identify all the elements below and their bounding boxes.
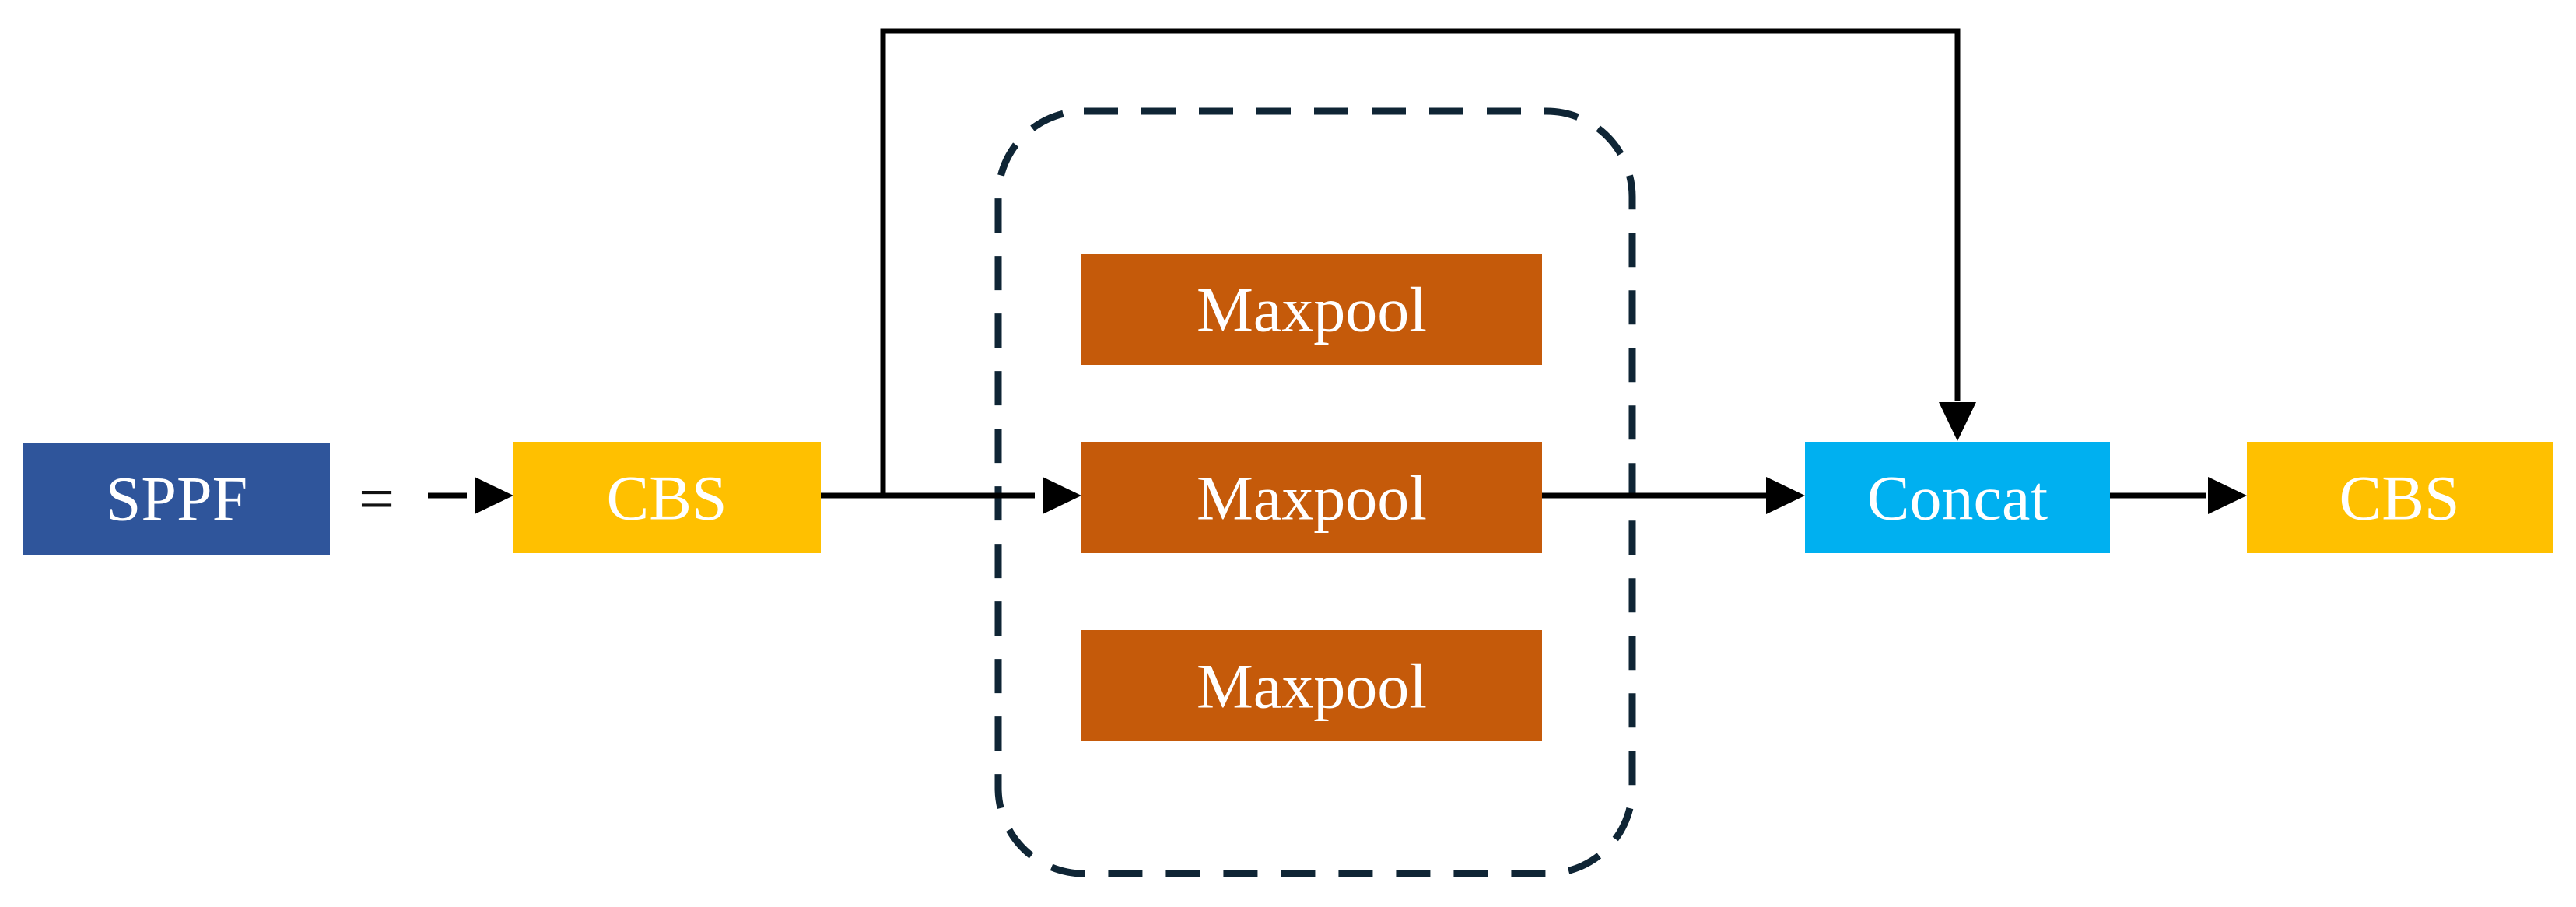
maxpool-bottom-block-bg — [1081, 630, 1542, 741]
connectors — [428, 28, 2247, 514]
concat-block-bg — [1805, 442, 2110, 553]
arrowhead-cbs-to-maxpool — [1043, 477, 1081, 514]
maxpool-bottom-block: Maxpool — [1081, 630, 1542, 741]
arrowhead-skip-to-concat — [1939, 402, 1976, 441]
cbs-output-label: CBS — [2339, 463, 2460, 534]
cbs-output-block: CBS — [2247, 442, 2553, 553]
maxpool-top-label: Maxpool — [1197, 275, 1427, 345]
arrowhead-equals-to-cbs — [475, 477, 513, 514]
sppf-block-label: SPPF — [106, 464, 247, 534]
cbs-output-block-bg — [2247, 442, 2553, 553]
cbs-input-block: CBS — [513, 442, 821, 553]
maxpool-bottom-label: Maxpool — [1197, 651, 1427, 722]
cbs-input-label: CBS — [607, 463, 727, 534]
sppf-block-bg — [23, 443, 330, 555]
skip-connection-line — [880, 28, 1961, 496]
sppf-block: SPPF — [23, 443, 330, 555]
concat-block: Concat — [1805, 442, 2110, 553]
maxpool-top-block: Maxpool — [1081, 254, 1542, 365]
maxpool-middle-block: Maxpool — [1081, 442, 1542, 553]
maxpool-group-dashed-border — [994, 107, 1636, 877]
maxpool-top-block-bg — [1081, 254, 1542, 365]
concat-label: Concat — [1867, 463, 2048, 534]
cbs-input-block-bg — [513, 442, 821, 553]
maxpool-middle-block-bg — [1081, 442, 1542, 553]
arrowhead-maxpool-to-concat — [1766, 477, 1805, 514]
maxpool-middle-label: Maxpool — [1197, 463, 1427, 534]
equals-sign: = — [359, 464, 394, 534]
arrowhead-concat-to-cbs — [2208, 477, 2247, 514]
